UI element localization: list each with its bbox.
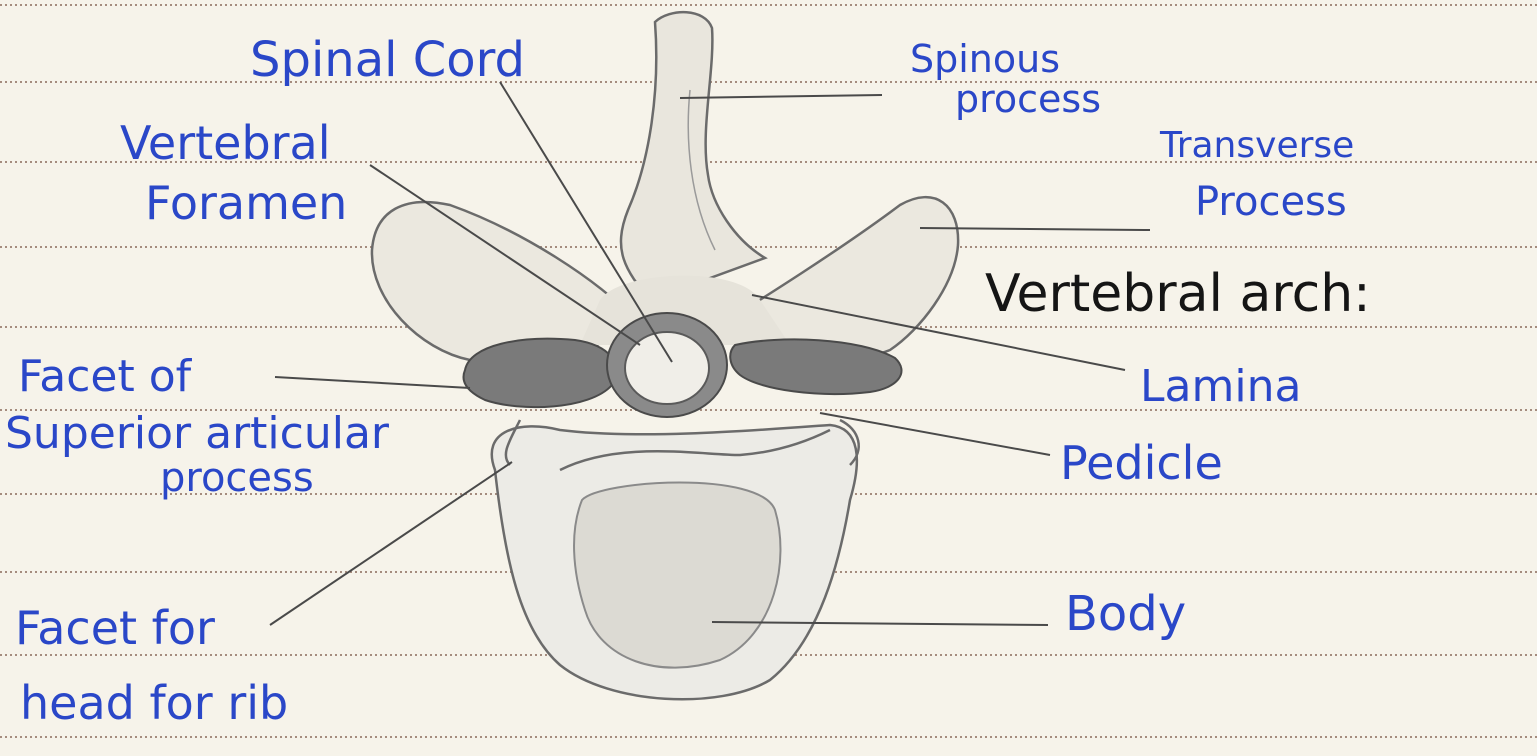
label-transverse-process-line1: Transverse	[1160, 128, 1354, 164]
label-body: Body	[1065, 590, 1186, 638]
label-spinous-process-line1: Spinous	[910, 40, 1060, 78]
label-facet-superior-line2: Superior articular	[5, 412, 389, 456]
label-spinal-cord: Spinal Cord	[250, 36, 525, 84]
label-lamina: Lamina	[1140, 365, 1301, 409]
label-vertebral-foramen-line2: Foramen	[145, 180, 347, 226]
label-transverse-process-line2: Process	[1195, 182, 1347, 222]
leader-spinous-process	[680, 95, 882, 98]
leader-facet-superior	[275, 377, 470, 388]
label-facet-rib-line2: head for rib	[20, 680, 288, 726]
left-superior-facet	[464, 339, 617, 407]
label-vertebral-foramen-line1: Vertebral	[120, 120, 331, 166]
label-facet-rib-line1: Facet for	[15, 605, 215, 651]
label-pedicle: Pedicle	[1060, 440, 1223, 486]
heading-vertebral-arch: Vertebral arch:	[985, 268, 1371, 320]
label-spinous-process-line2: process	[955, 80, 1101, 118]
spinous-process-shape	[621, 12, 765, 300]
label-facet-superior-line3: process	[160, 458, 314, 498]
label-facet-superior-line1: Facet of	[18, 355, 191, 399]
